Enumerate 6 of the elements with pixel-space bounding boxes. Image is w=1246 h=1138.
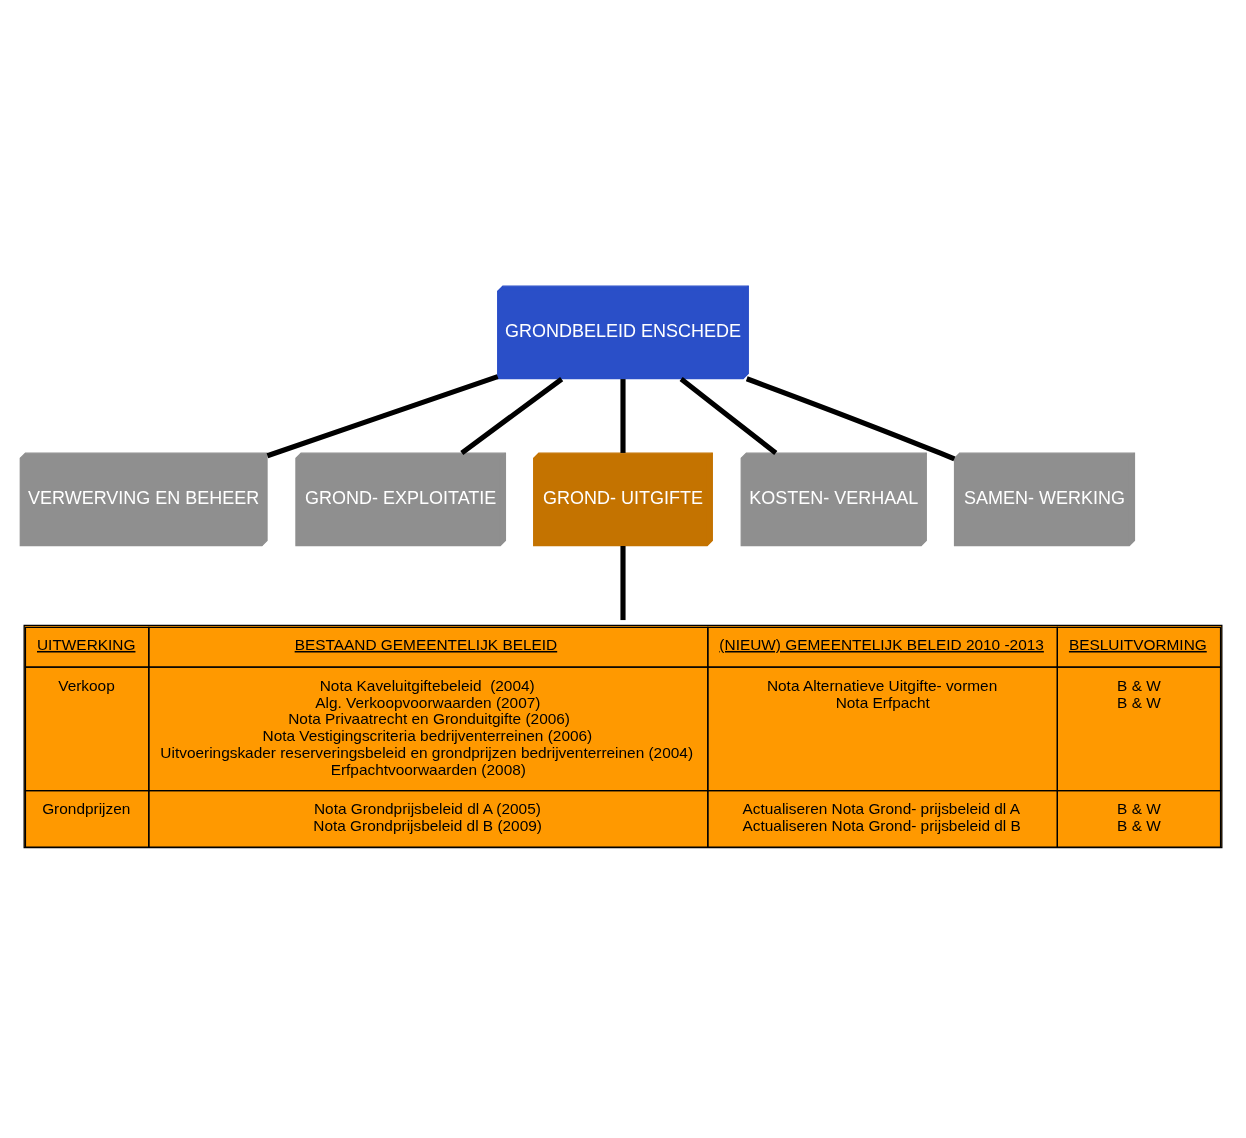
connector: [620, 378, 626, 453]
connector: [266, 373, 499, 458]
connector: [460, 376, 564, 455]
connector: [620, 545, 626, 620]
connector: [745, 375, 956, 461]
connector: [679, 376, 778, 455]
